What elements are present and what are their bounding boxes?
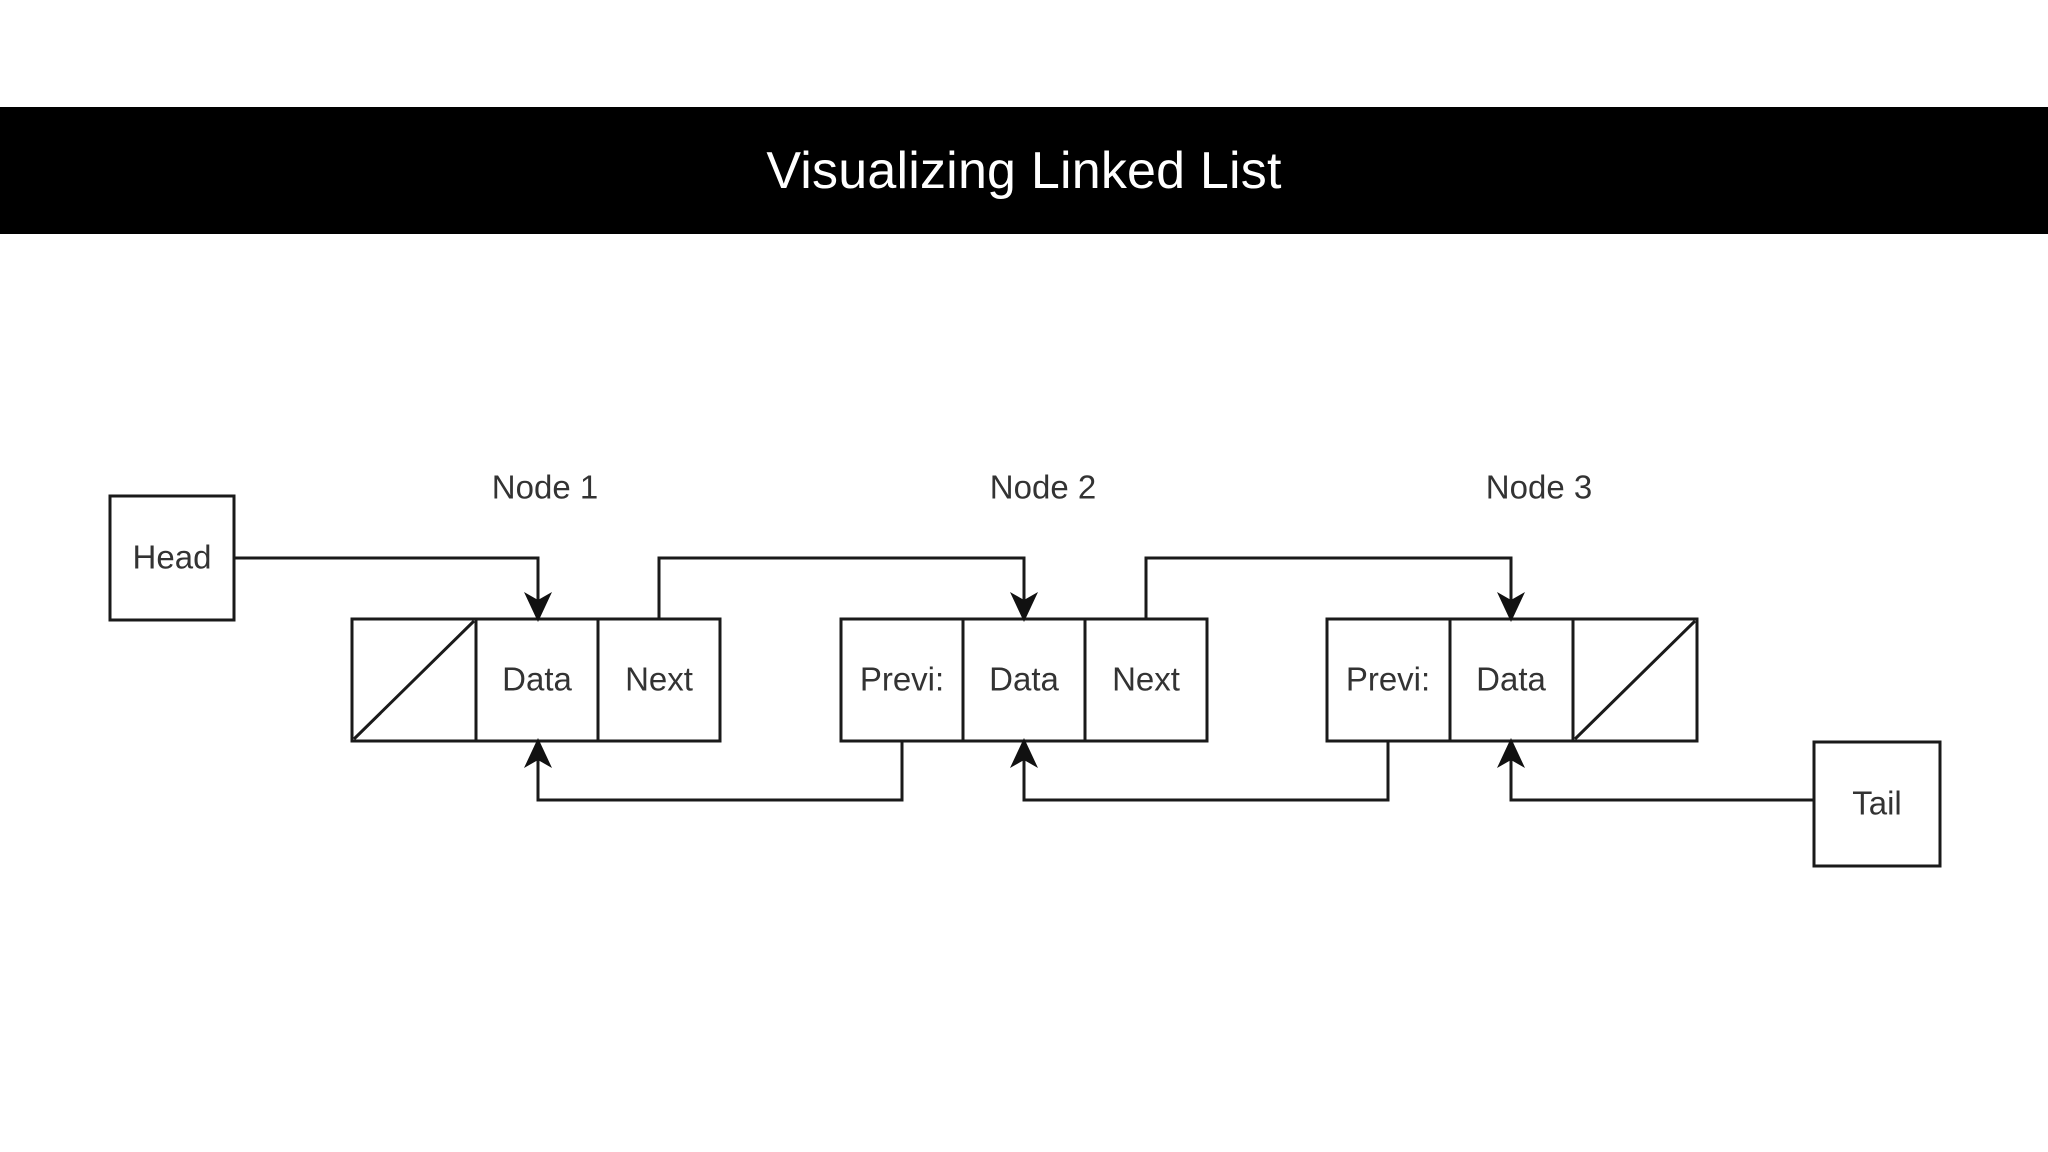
connector-node-2-next-to-node-3	[1144, 556, 1525, 622]
connector-head-to-node-1-arrowhead-icon	[524, 592, 552, 622]
connector-node-2-next-to-node-3-path	[1144, 556, 1513, 619]
page-title: Visualizing Linked List	[766, 141, 1282, 200]
connector-head-to-node-1	[234, 556, 552, 622]
connector-node-1-next-to-node-2-arrowhead-icon	[1010, 592, 1038, 622]
node-1-data-label: Data	[502, 661, 572, 698]
node-2-previous-label: Previ:	[860, 661, 944, 698]
head-box-rect	[108, 494, 236, 622]
tail-box-rect	[1812, 740, 1942, 868]
connector-node-2-previous-to-node-1	[524, 738, 904, 802]
connector-node-2-previous-to-node-1-path	[536, 741, 904, 802]
connector-tail-to-node-3-path	[1509, 748, 1814, 802]
node-3: Previ: Data	[1325, 617, 1699, 743]
node-2: Previ: Data Next	[839, 617, 1209, 743]
node-label-1: Node 1	[492, 469, 598, 506]
tail-box-label: Tail	[1852, 785, 1902, 822]
node-label-3: Node 3	[1486, 469, 1592, 506]
head-pointer-box: Head	[108, 494, 236, 622]
title-banner: Visualizing Linked List	[0, 107, 2048, 234]
head-box-label: Head	[133, 539, 212, 576]
tail-pointer-box: Tail	[1812, 740, 1942, 868]
node-1: Data Next	[350, 617, 722, 743]
connector-tail-to-node-3	[1497, 738, 1814, 802]
connector-head-to-node-1-path	[234, 556, 540, 612]
node-2-data-label: Data	[989, 661, 1059, 698]
connector-node-3-previous-to-node-2-path	[1022, 741, 1390, 802]
node-3-data-label: Data	[1476, 661, 1546, 698]
node-1-null-prev-slash-icon	[352, 619, 476, 741]
connector-tail-to-node-3-arrowhead-icon	[1497, 738, 1525, 768]
node-3-previous-label: Previ:	[1346, 661, 1430, 698]
connector-node-1-next-to-node-2-path	[657, 556, 1026, 619]
connector-node-2-previous-to-node-1-arrowhead-icon	[524, 738, 552, 768]
connector-node-3-previous-to-node-2-arrowhead-icon	[1010, 738, 1038, 768]
connector-node-1-next-to-node-2	[657, 556, 1038, 622]
node-1-next-label: Next	[625, 661, 693, 698]
node-label-2: Node 2	[990, 469, 1096, 506]
node-3-null-next-slash-icon	[1573, 619, 1697, 741]
connector-node-2-next-to-node-3-arrowhead-icon	[1497, 592, 1525, 622]
connector-node-3-previous-to-node-2	[1010, 738, 1390, 802]
node-2-next-label: Next	[1112, 661, 1180, 698]
